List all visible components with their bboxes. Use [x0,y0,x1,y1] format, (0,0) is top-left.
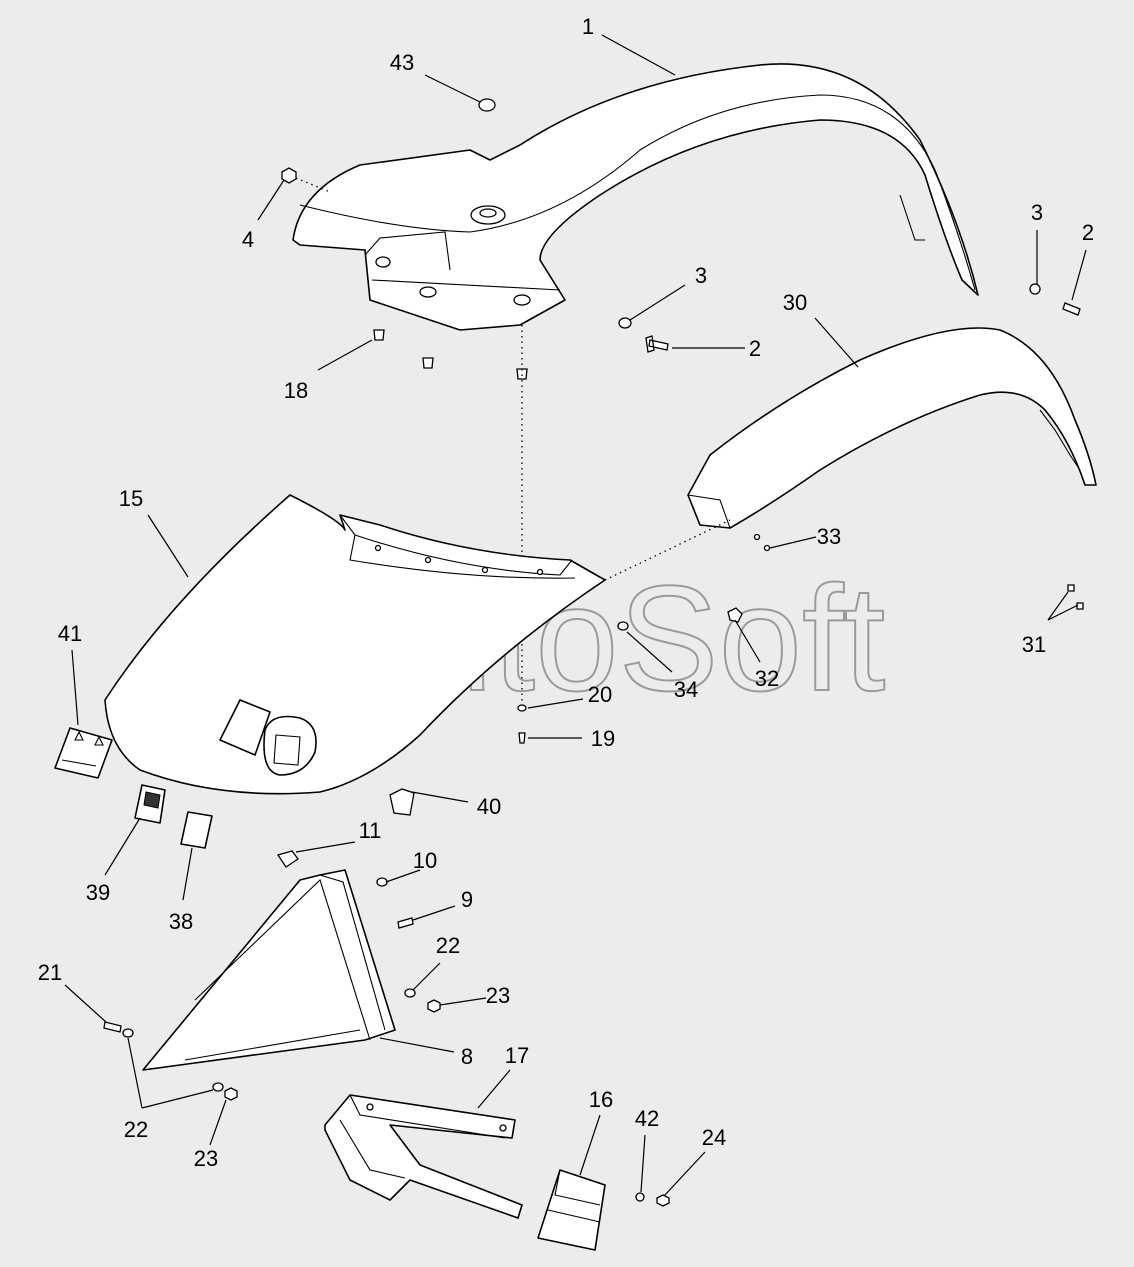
bolt-2b [1062,302,1081,316]
bolt-2a [645,335,669,353]
nut-4 [281,167,297,184]
switch-recess [263,715,317,776]
callout-24: 24 [702,1125,726,1150]
support-arm [324,1094,523,1219]
callout-10: 10 [413,848,437,873]
callout-1: 1 [582,14,594,39]
plug-43 [478,98,496,112]
callout-22-lower: 22 [124,1117,148,1142]
clip-32 [727,607,743,623]
callout-42: 42 [635,1106,659,1131]
washer-22c [212,1082,224,1092]
decal-41 [54,727,113,779]
callout-17: 17 [505,1043,529,1068]
callout-40: 40 [477,794,501,819]
callout-11: 11 [359,818,382,843]
nut-23b [224,1087,238,1101]
callout-9: 9 [461,887,473,912]
washer-3b [1029,283,1041,295]
screw-33b [763,544,771,552]
callout-3: 3 [695,263,707,288]
callout-39: 39 [86,880,110,905]
callout-16: 16 [589,1087,613,1112]
screw-33a [753,533,761,541]
callout-2: 2 [749,336,761,361]
nut-24 [656,1194,670,1207]
hardware-upper [281,98,1081,705]
bolt-21 [103,1021,122,1033]
leader-lines [64,34,1087,1197]
callout-32: 32 [755,666,779,691]
callout-19: 19 [591,726,615,751]
fender-lower-panel [104,494,606,795]
seal-38 [180,811,213,849]
clip-11 [276,850,299,868]
callout-38: 38 [169,909,193,934]
callout-30: 30 [783,290,807,315]
clips-31 [1067,584,1084,610]
callout-20: 20 [588,682,612,707]
fender-extension [604,327,1097,610]
callout-43: 43 [390,50,414,75]
insert-18c [516,368,528,380]
callout-3-right: 3 [1031,200,1043,225]
washer-3a [618,317,632,329]
callout-22: 22 [436,933,460,958]
fender-upper [292,63,979,331]
callout-33: 33 [817,524,841,549]
callouts: 1 43 4 3 2 3 2 30 18 15 33 31 41 34 32 2… [38,14,1094,1171]
callout-34: 34 [674,677,698,702]
callout-31: 31 [1022,632,1046,657]
hardware-mid [389,607,743,816]
pad-16 [537,1169,670,1251]
washer-20 [517,704,527,712]
insert-18b [422,357,434,369]
callout-2-right: 2 [1082,220,1094,245]
callout-23-lower: 23 [194,1146,218,1171]
washer-22b [122,1028,134,1038]
washer-22a [404,988,416,998]
callout-15: 15 [119,486,143,511]
nut-23a [427,999,441,1013]
callout-23: 23 [486,983,510,1008]
callout-4: 4 [242,227,254,252]
panel-window [219,699,271,756]
callout-21: 21 [38,960,62,985]
callout-18: 18 [284,378,308,403]
insert-18a [373,329,385,341]
washer-42 [635,1192,645,1202]
small-parts-left [54,727,213,849]
bracket-40 [389,788,415,816]
bolt-9 [397,917,414,929]
washer-10 [376,877,388,887]
bracket-triangle [103,850,441,1101]
callout-41: 41 [58,621,82,646]
callout-8: 8 [461,1044,473,1069]
screw-19 [518,732,526,744]
washer-34 [617,621,629,631]
